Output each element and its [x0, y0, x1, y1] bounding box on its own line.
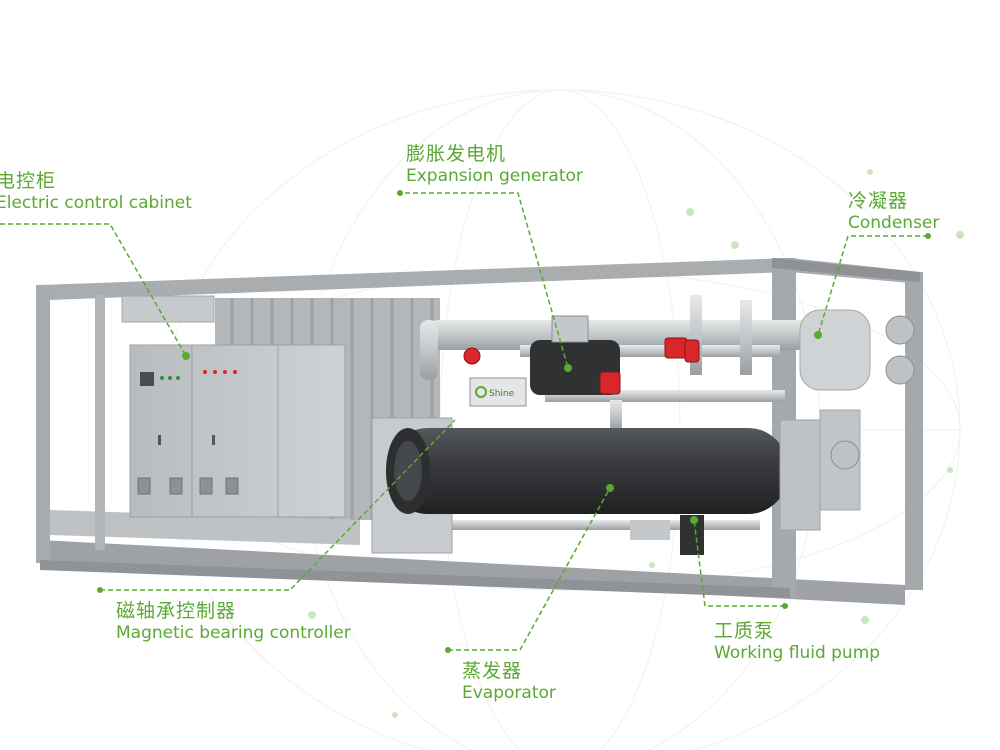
- electric-control-cabinet: [129, 344, 346, 518]
- label-bearing-zh: 磁轴承控制器: [116, 600, 237, 622]
- label-cabinet-en: Electric control cabinet: [0, 192, 192, 213]
- valves: [463, 337, 700, 395]
- label-pump-zh: 工质泵: [714, 620, 775, 642]
- label-condenser-en: Condenser: [848, 212, 940, 233]
- overhead-box: [121, 295, 215, 323]
- logo-text: Shine: [489, 389, 515, 399]
- evaporator: [371, 417, 821, 554]
- label-expansion-en: Expansion generator: [406, 165, 583, 186]
- label-expansion-zh: 膨胀发电机: [406, 143, 507, 165]
- label-bearing-en: Magnetic bearing controller: [116, 622, 351, 643]
- leader-dots: [97, 190, 931, 653]
- label-magnetic-bearing-controller: 磁轴承控制器 Magnetic bearing controller: [116, 600, 351, 643]
- leader-lines: [0, 192, 928, 651]
- label-condenser: 冷凝器 Condenser: [848, 190, 939, 233]
- label-cabinet-zh: 电控柜: [0, 170, 57, 192]
- label-evaporator-zh: 蒸发器: [462, 660, 523, 682]
- label-evaporator: 蒸发器 Evaporator: [462, 660, 556, 703]
- logo-box: Shine: [469, 377, 527, 407]
- label-condenser-zh: 冷凝器: [848, 190, 909, 212]
- label-electric-control-cabinet: 电控柜 Electric control cabinet: [0, 170, 192, 213]
- label-working-fluid-pump: 工质泵 Working fluid pump: [714, 620, 880, 663]
- label-pump-en: Working fluid pump: [714, 642, 881, 663]
- label-expansion-generator: 膨胀发电机 Expansion generator: [406, 143, 583, 186]
- label-evaporator-en: Evaporator: [462, 682, 556, 703]
